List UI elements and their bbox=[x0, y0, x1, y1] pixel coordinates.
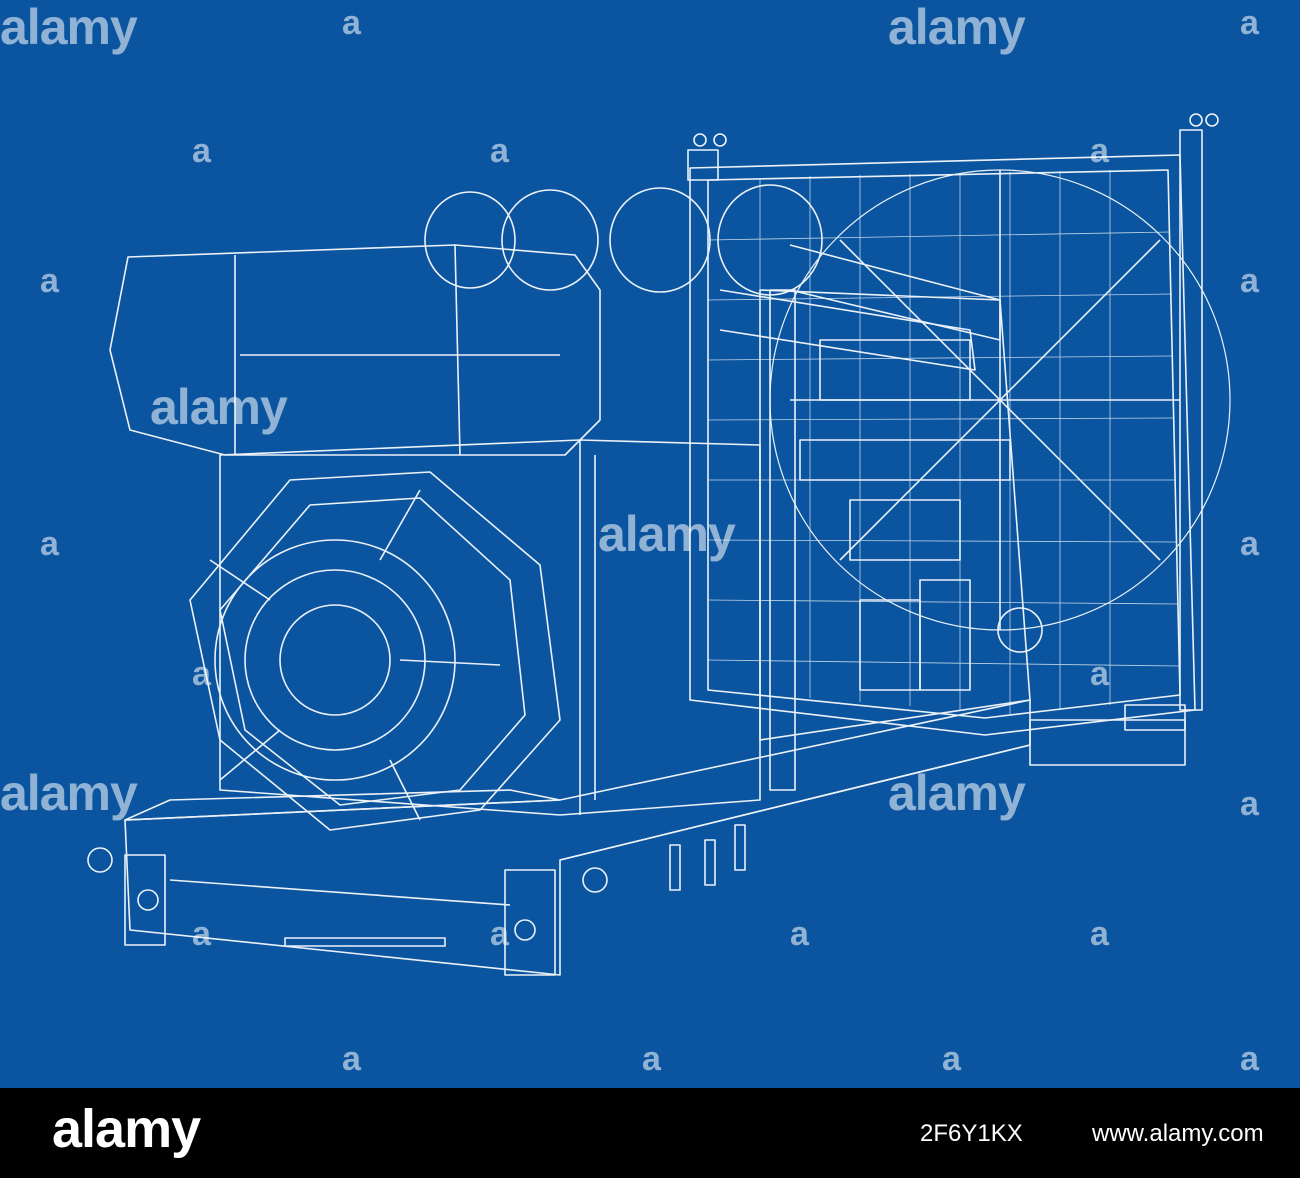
blueprint-image: alamy alamy alamy alamy alamy alamy a a … bbox=[0, 0, 1300, 1088]
image-id: 2F6Y1KX bbox=[920, 1120, 1023, 1147]
watermark-glyph: a bbox=[1090, 655, 1109, 693]
site-url: www.alamy.com bbox=[1092, 1120, 1264, 1147]
watermark-glyph: a bbox=[342, 1040, 361, 1078]
watermark-glyph: a bbox=[192, 655, 211, 693]
watermark-glyph: a bbox=[192, 915, 211, 953]
watermark: alamy bbox=[888, 0, 1026, 55]
watermark-glyph: a bbox=[1240, 262, 1259, 300]
generator-wireframe-drawing bbox=[0, 0, 1300, 1088]
watermark-glyph: a bbox=[342, 4, 361, 42]
watermark-glyph: a bbox=[40, 525, 59, 563]
watermark-glyph: a bbox=[642, 1040, 661, 1078]
watermark-glyph: a bbox=[40, 262, 59, 300]
watermark-glyph: a bbox=[1240, 785, 1259, 823]
watermark-glyph: a bbox=[790, 915, 809, 953]
watermark-glyph: a bbox=[1240, 1040, 1259, 1078]
watermark-glyph: a bbox=[490, 132, 509, 170]
watermark-glyph: a bbox=[1240, 4, 1259, 42]
watermark-glyph: a bbox=[1240, 525, 1259, 563]
watermark: alamy bbox=[0, 765, 138, 821]
watermark-glyph: a bbox=[192, 132, 211, 170]
watermark-glyph: a bbox=[1090, 132, 1109, 170]
watermark: alamy bbox=[150, 379, 288, 435]
alamy-logo: alamy bbox=[52, 1099, 201, 1159]
stock-footer-bar: alamy 2F6Y1KX www.alamy.com bbox=[0, 1088, 1300, 1178]
watermark-glyph: a bbox=[1090, 915, 1109, 953]
watermark-glyph: a bbox=[490, 915, 509, 953]
watermark: alamy bbox=[0, 0, 138, 55]
watermark: alamy bbox=[888, 765, 1026, 821]
watermark-glyph: a bbox=[942, 1040, 961, 1078]
watermark: alamy bbox=[598, 506, 736, 562]
